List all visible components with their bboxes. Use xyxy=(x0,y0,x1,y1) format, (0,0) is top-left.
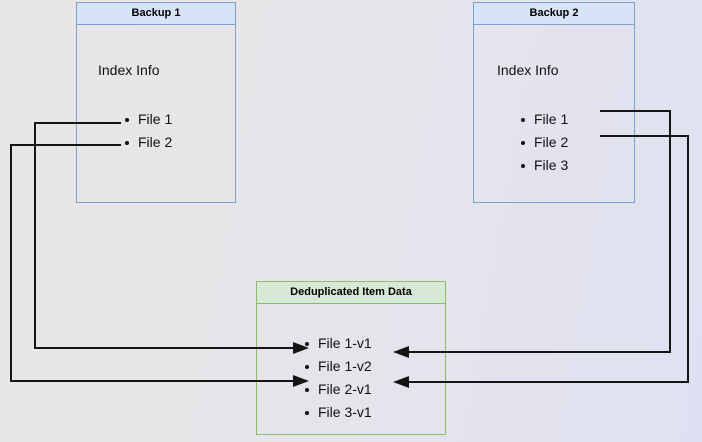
node-backup-2-title: Backup 2 xyxy=(474,3,634,25)
list-item: File 1-v1 xyxy=(302,332,372,355)
list-item: File 2-v1 xyxy=(302,378,372,401)
list-item: File 2 xyxy=(122,131,172,154)
node-backup-2-body: Index Info File 1 File 2 File 3 xyxy=(474,25,634,202)
dedup-file-list: File 1-v1 File 1-v2 File 2-v1 File 3-v1 xyxy=(302,332,372,424)
backup-1-index-info-label: Index Info xyxy=(98,62,160,78)
backup-2-file-list: File 1 File 2 File 3 xyxy=(518,108,568,177)
list-item: File 1-v2 xyxy=(302,355,372,378)
list-item: File 1 xyxy=(518,108,568,131)
list-item: File 1 xyxy=(122,108,172,131)
node-deduplicated-item-data[interactable]: Deduplicated Item Data File 1-v1 File 1-… xyxy=(256,281,446,435)
node-dedup-title: Deduplicated Item Data xyxy=(257,282,445,304)
list-item: File 3-v1 xyxy=(302,401,372,424)
list-item: File 2 xyxy=(518,131,568,154)
node-dedup-body: File 1-v1 File 1-v2 File 2-v1 File 3-v1 xyxy=(257,304,445,434)
list-item: File 3 xyxy=(518,154,568,177)
node-backup-1-body: Index Info File 1 File 2 xyxy=(77,25,235,202)
node-backup-2[interactable]: Backup 2 Index Info File 1 File 2 File 3 xyxy=(473,2,635,203)
backup-1-file-list: File 1 File 2 xyxy=(122,108,172,154)
node-backup-1[interactable]: Backup 1 Index Info File 1 File 2 xyxy=(76,2,236,203)
backup-2-index-info-label: Index Info xyxy=(497,62,559,78)
node-backup-1-title: Backup 1 xyxy=(77,3,235,25)
